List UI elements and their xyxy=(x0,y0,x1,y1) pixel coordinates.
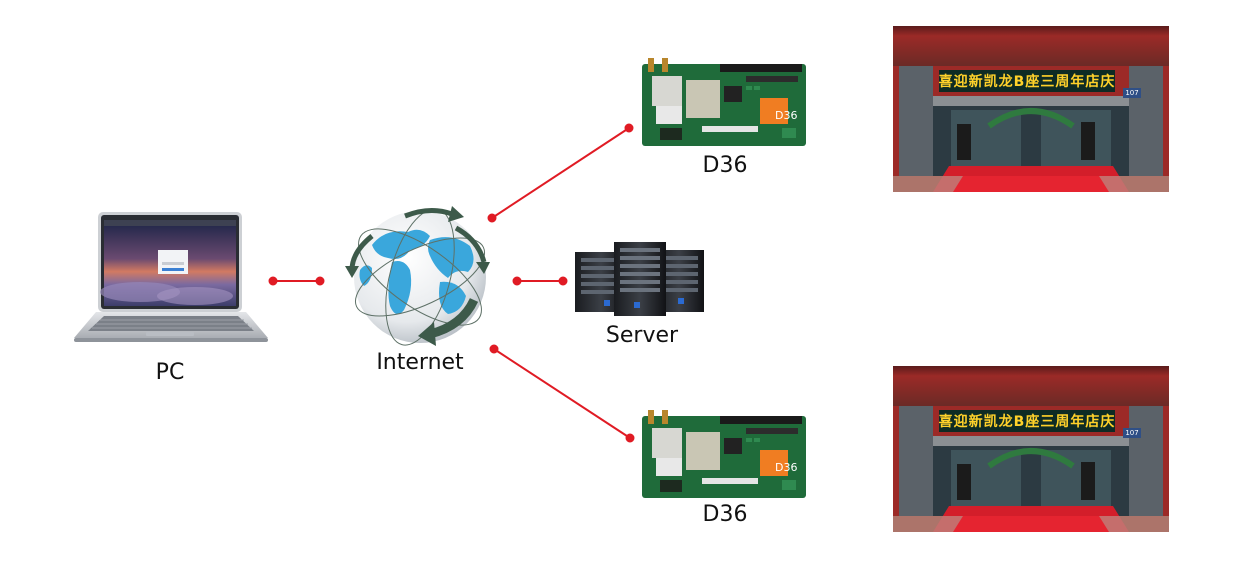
laptop-icon xyxy=(74,212,268,342)
server-icon xyxy=(575,242,704,316)
connector-pc-internet xyxy=(268,276,325,286)
label-pc: PC xyxy=(155,360,185,385)
led-sign-text-bottom: 喜迎新凯龙B座三周年店庆 xyxy=(939,410,1115,432)
label-server: Server xyxy=(605,323,679,348)
led-sign-text-top: 喜迎新凯龙B座三周年店庆 xyxy=(939,70,1115,92)
led-display-bottom: 喜迎新凯龙B座三周年店庆 107 xyxy=(893,366,1169,532)
controller-board-icon-bottom xyxy=(642,410,806,498)
door-plate-bottom: 107 xyxy=(1123,428,1141,438)
storefront-photo-top xyxy=(893,26,1169,192)
label-d36-bottom: D36 xyxy=(702,502,748,527)
board-chip-label-bottom: D36 xyxy=(775,461,797,474)
door-plate-top: 107 xyxy=(1123,88,1141,98)
board-chip-label-top: D36 xyxy=(775,109,797,122)
connector-internet-server xyxy=(512,276,568,286)
led-display-top: 喜迎新凯龙B座三周年店庆 107 xyxy=(893,26,1169,192)
label-internet: Internet xyxy=(376,350,464,375)
globe-icon xyxy=(345,206,490,346)
controller-board-icon-top xyxy=(642,58,806,146)
label-d36-top: D36 xyxy=(702,153,748,178)
server-tower-center xyxy=(614,242,666,316)
connector-internet-d36-top xyxy=(487,123,634,223)
connectors xyxy=(268,123,635,443)
connector-internet-d36-bottom xyxy=(489,344,635,443)
storefront-photo-bottom xyxy=(893,366,1169,532)
